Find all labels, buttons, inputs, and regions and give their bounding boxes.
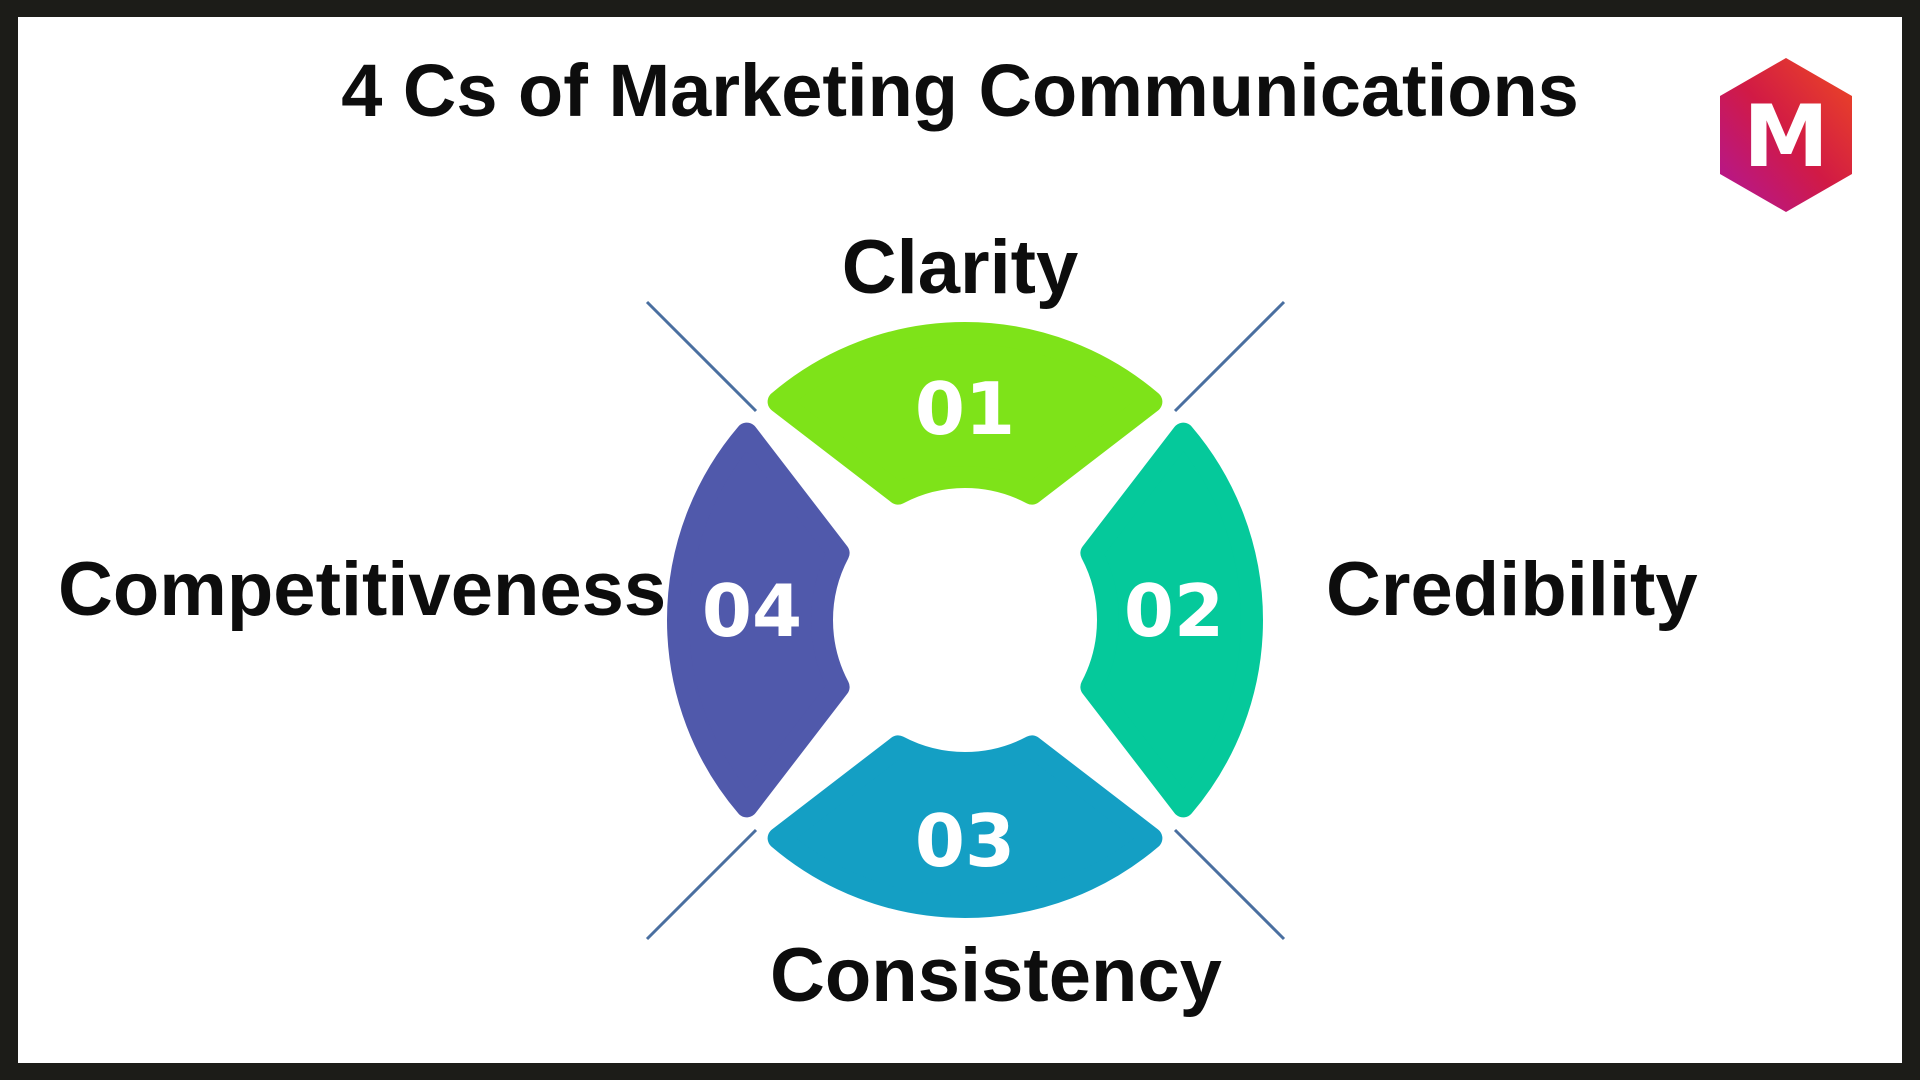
segment-03-shape xyxy=(767,735,1163,918)
segment-01-number: 01 xyxy=(915,367,1015,451)
segment-01: 01 xyxy=(767,322,1163,505)
page-title: 4 Cs of Marketing Communications xyxy=(341,49,1579,132)
connector-line-bottom-right xyxy=(1173,828,1286,941)
connector-line-top-right xyxy=(1173,300,1286,413)
connector-line-top-left xyxy=(645,300,758,413)
segment-04-number: 04 xyxy=(702,569,802,653)
segment-02-number: 02 xyxy=(1124,569,1224,653)
segment-01-shape xyxy=(767,322,1163,505)
connector-line-bottom-left xyxy=(645,828,758,941)
logo-letter: M xyxy=(1743,87,1829,187)
hexagon-logo-icon: M xyxy=(1720,58,1852,212)
connector-lines xyxy=(645,300,1286,941)
segment-03-number: 03 xyxy=(915,799,1015,883)
segment-04: 04 xyxy=(667,422,850,818)
ring-segments: 01 02 03 04 xyxy=(667,322,1263,918)
segment-02-shape xyxy=(1080,422,1263,818)
label-credibility: Credibility xyxy=(1326,547,1698,632)
label-competitiveness: Competitiveness xyxy=(58,547,667,632)
segment-04-shape xyxy=(667,422,850,818)
label-consistency: Consistency xyxy=(770,933,1222,1018)
segment-02: 02 xyxy=(1080,422,1263,818)
segment-03: 03 xyxy=(767,735,1163,918)
label-clarity: Clarity xyxy=(841,225,1079,310)
